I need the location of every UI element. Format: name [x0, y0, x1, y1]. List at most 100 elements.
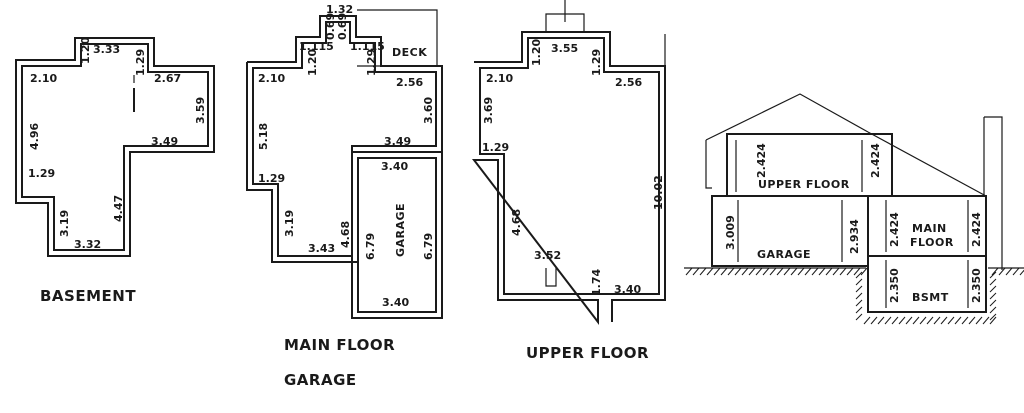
- basement-dim: 4.47: [112, 195, 125, 222]
- upper-floor-dim: 4.68: [510, 209, 523, 236]
- main-floor-dim: 0.69: [336, 13, 349, 40]
- section-main-label-1: MAIN: [912, 222, 947, 235]
- hatch-mark: [734, 267, 742, 276]
- hatch-mark: [989, 271, 997, 279]
- hatch-mark: [989, 316, 997, 325]
- hatch-mark: [1019, 269, 1024, 276]
- section-dim: 2.424: [970, 212, 983, 247]
- hatch-mark: [989, 299, 997, 307]
- basement-dim: 4.96: [28, 123, 41, 150]
- hatch-mark: [863, 316, 871, 325]
- section-main-label-2: FLOOR: [910, 236, 954, 249]
- section-dim: 2.424: [869, 143, 882, 178]
- hatch-mark: [720, 267, 728, 276]
- main-floor-outer-wall: [247, 15, 443, 152]
- basement-title: BASEMENT: [40, 287, 136, 305]
- hatch-mark: [790, 267, 798, 276]
- hatch-mark: [855, 299, 863, 307]
- upper-floor-title: UPPER FLOOR: [526, 344, 649, 362]
- section-step: [705, 140, 712, 189]
- upper-floor-dim: 2.10: [486, 72, 513, 85]
- hatch-mark: [998, 267, 1006, 276]
- section-chimney: [983, 116, 1003, 270]
- section-dim: 2.424: [755, 143, 768, 178]
- hatch-mark: [846, 267, 854, 276]
- upper-floor-dim: 1.29: [590, 49, 603, 76]
- main-floor-dim: 1.32: [326, 3, 353, 16]
- deck-label: DECK: [392, 46, 427, 59]
- section-dim: 2.350: [888, 268, 901, 303]
- garage-dim: 3.40: [381, 160, 408, 173]
- basement-dim: 2.10: [30, 72, 57, 85]
- hatch-mark: [855, 292, 863, 300]
- main-floor-dim: 3.49: [384, 135, 411, 148]
- hatch-mark: [797, 267, 805, 276]
- main-floor-title-garage: GARAGE: [284, 371, 357, 389]
- upper-floor-dim: 3.55: [551, 42, 578, 55]
- section-bsmt-label: BSMT: [912, 291, 949, 304]
- hatch-mark: [811, 267, 819, 276]
- basement-plan: 3.33 1.20 1.29 2.10 2.67 3.59 4.96 3.49 …: [15, 37, 215, 305]
- hatch-mark: [741, 267, 749, 276]
- hatch-mark: [1005, 267, 1013, 276]
- hatch-mark: [954, 316, 962, 325]
- main-floor-dim: 1.115: [350, 40, 385, 53]
- hatch-mark: [818, 267, 826, 276]
- hatch-mark: [898, 316, 906, 325]
- garage-dim: 6.79: [422, 233, 435, 260]
- upper-floor-dim: 3.40: [614, 283, 641, 296]
- upper-floor-inner-wall: [479, 37, 660, 295]
- main-floor-inner-wall: [252, 21, 437, 257]
- upper-floor-outer-wall: [471, 31, 666, 325]
- hatch-mark: [968, 316, 976, 325]
- hatch-mark: [989, 306, 997, 314]
- hatch-mark: [855, 306, 863, 314]
- hatch-mark: [982, 316, 990, 325]
- section-roof-lower: [867, 131, 987, 197]
- upper-floor-dim: 1.29: [482, 141, 509, 154]
- hatch-mark: [748, 267, 756, 276]
- hatch-mark: [884, 316, 892, 325]
- hatch-mark: [692, 267, 700, 276]
- section-dim: 3.009: [724, 215, 737, 250]
- garage-inner-wall: [357, 157, 437, 313]
- main-floor-dim: 1.29: [365, 49, 378, 76]
- hatch-mark: [991, 267, 999, 276]
- hatch-mark: [825, 267, 833, 276]
- main-floor-dim: 4.68: [339, 221, 352, 248]
- hatch-mark: [855, 271, 863, 279]
- hatch-mark: [762, 267, 770, 276]
- section-dim: 2.350: [970, 268, 983, 303]
- section-roof: [705, 93, 869, 141]
- section-garage-label: GARAGE: [757, 248, 811, 261]
- upper-floor-dim: 1.20: [530, 39, 543, 66]
- main-floor-dim: 1.115: [299, 40, 334, 53]
- garage-label: GARAGE: [394, 203, 407, 257]
- upper-floor-dim: 1.74: [590, 269, 603, 296]
- hatch-mark: [933, 316, 941, 325]
- hatch-mark: [832, 267, 840, 276]
- main-floor-dim: 1.29: [258, 172, 285, 185]
- hatch-mark: [989, 285, 997, 293]
- hatch-mark: [783, 267, 791, 276]
- basement-inner-wall: [21, 43, 209, 251]
- main-floor-dim: 5.18: [257, 123, 270, 150]
- building-section: 2.424 UPPER FLOOR 2.424 3.009 GARAGE 2.9…: [684, 93, 1024, 325]
- section-basement-box: [867, 255, 987, 313]
- upper-floor-dim: 3.52: [534, 249, 561, 262]
- hatch-mark: [989, 278, 997, 286]
- hatch-mark: [860, 267, 868, 276]
- main-floor-dim: 2.56: [396, 76, 423, 89]
- basement-dim: 1.29: [28, 167, 55, 180]
- upper-floor-plan: 3.55 1.20 1.29 2.10 2.56 3.69 1.29 10.02…: [471, 0, 666, 362]
- hatch-mark: [699, 267, 707, 276]
- hatch-mark: [1012, 267, 1020, 276]
- basement-dim: 1.20: [79, 37, 92, 64]
- hatch-mark: [891, 316, 899, 325]
- main-floor-dim: 3.43: [308, 242, 335, 255]
- basement-dim: 3.49: [151, 135, 178, 148]
- hatch-mark: [877, 316, 885, 325]
- section-dim: 2.424: [888, 212, 901, 247]
- upper-floor-dim: 10.02: [652, 175, 665, 210]
